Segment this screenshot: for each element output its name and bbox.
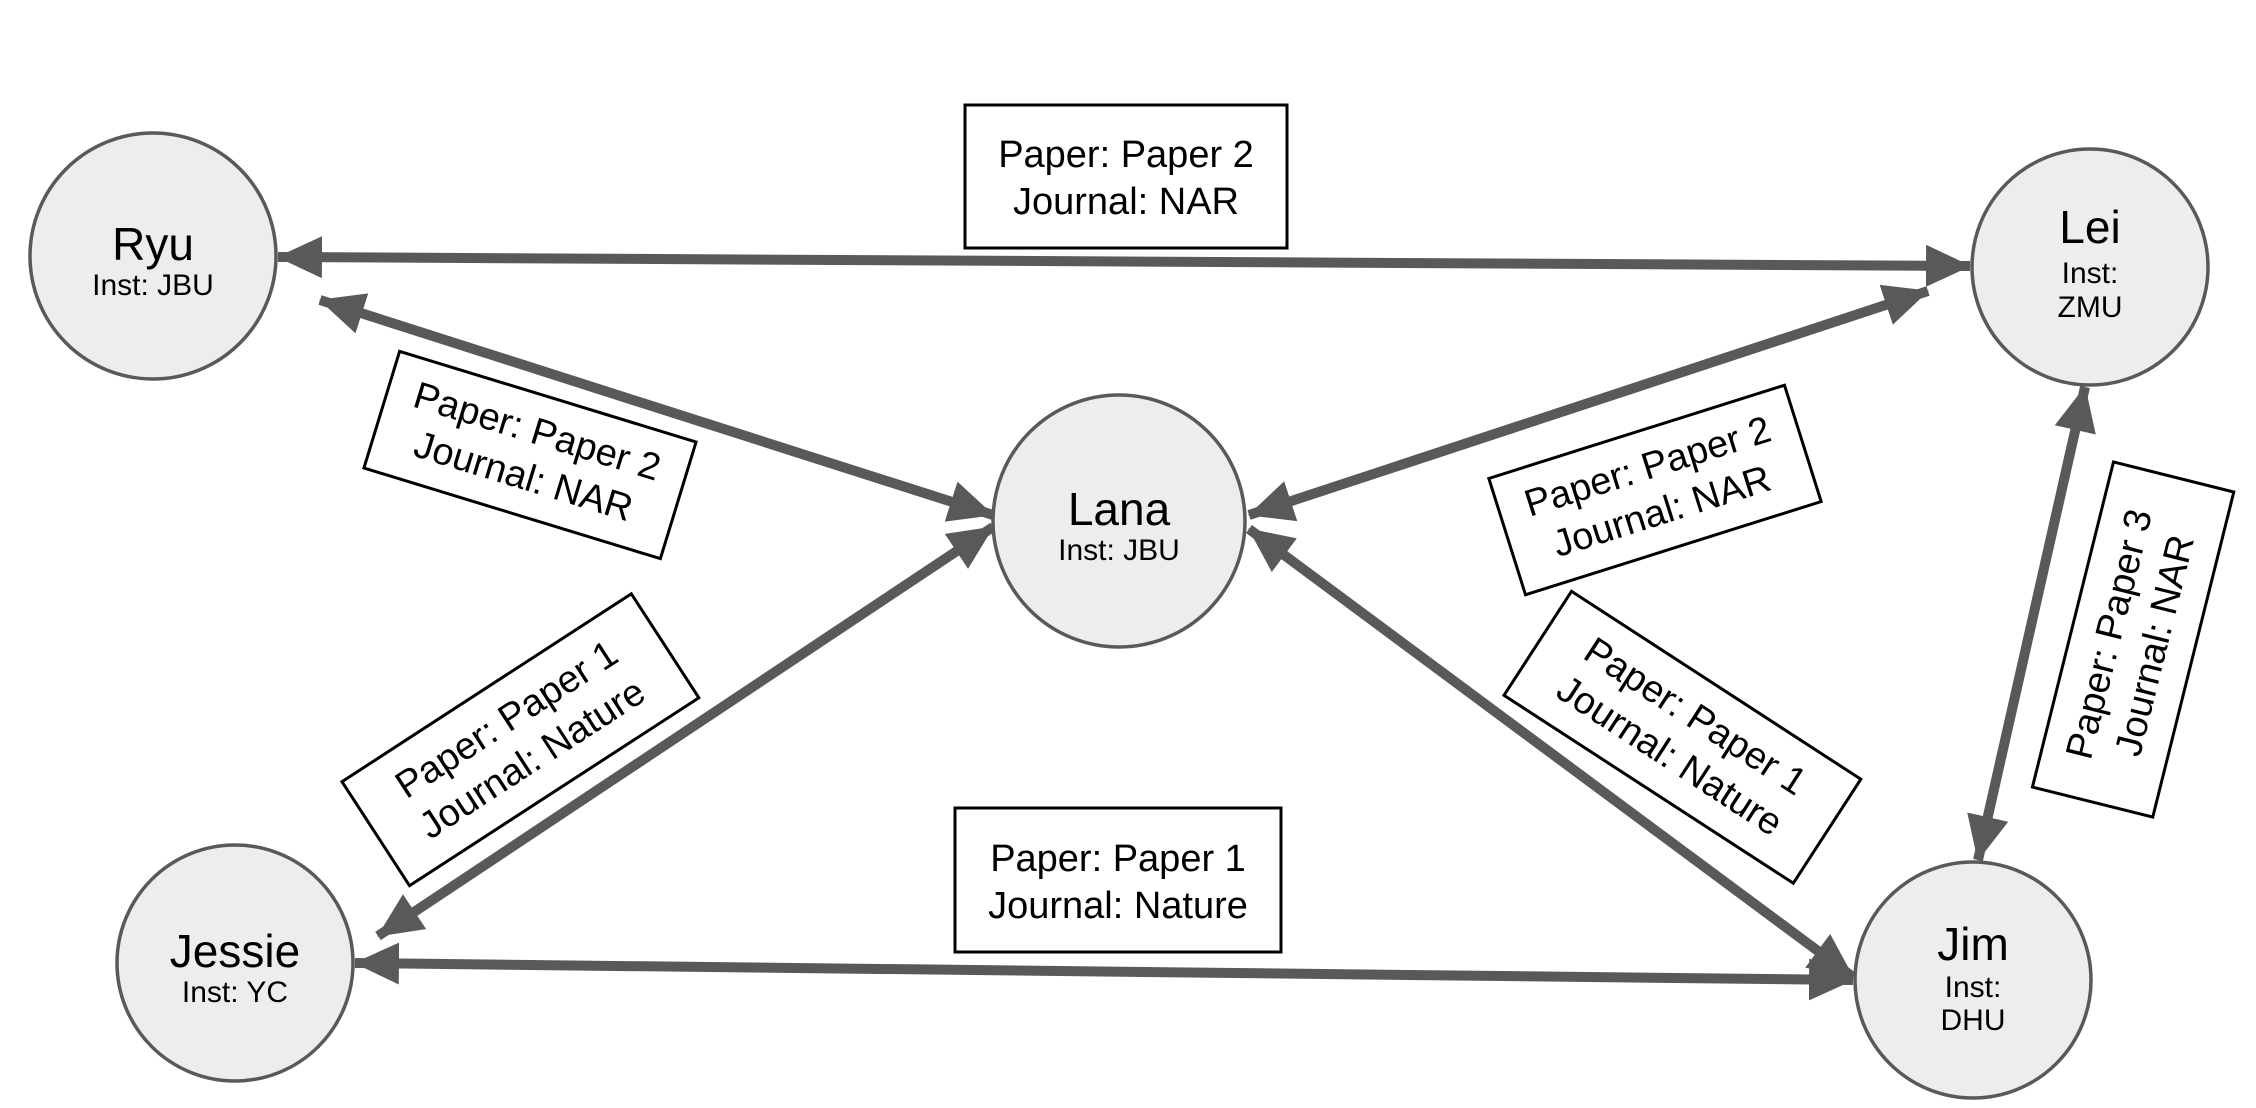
edge-ryu-lana[interactable] [318, 293, 995, 522]
node-name: Ryu [112, 218, 194, 270]
edge-jessie-lana[interactable] [375, 522, 996, 941]
node-institution: Inst: JBU [92, 269, 214, 302]
edge-label-lana-jim[interactable]: Paper: Paper 1 Journal: Nature [1501, 589, 1863, 886]
label-box [1501, 589, 1863, 886]
node-institution: Inst: [1945, 971, 2002, 1004]
label-box [953, 806, 1283, 954]
label-box [1486, 383, 1824, 597]
label-box [339, 591, 701, 888]
edge-lei-jim[interactable] [1967, 385, 2096, 862]
label-paper-line: Paper: Paper 2 [998, 134, 1254, 176]
label-box [2030, 460, 2236, 819]
nodes-layer: Ryu Inst: JBU Lei Inst: ZMU Lana Inst: J… [28, 131, 2210, 1100]
edges-layer [277, 236, 2096, 1001]
edge-label-ryu-lei[interactable]: Paper: Paper 2 Journal: NAR [963, 103, 1289, 250]
edge-labels-layer: Paper: Paper 2 Journal: NAR Paper: Paper… [339, 103, 2236, 954]
node-circle [991, 393, 1247, 649]
node-name: Jessie [170, 925, 300, 977]
node-name: Jim [1937, 918, 2009, 970]
label-journal-line: Journal: NAR [1013, 181, 1239, 223]
edge-ryu-lei[interactable] [277, 236, 1971, 287]
node-lana[interactable]: Lana Inst: JBU [991, 393, 1247, 649]
edge-lei-lana[interactable] [1247, 284, 1930, 522]
label-box [963, 103, 1289, 250]
label-box [362, 349, 698, 561]
node-circle [115, 843, 355, 1083]
node-jessie[interactable]: Jessie Inst: YC [115, 843, 355, 1083]
node-jim[interactable]: Jim Inst: DHU [1853, 860, 2093, 1100]
edge-lana-jim[interactable] [1246, 524, 1856, 982]
node-institution-line2: DHU [1941, 1004, 2006, 1037]
edge-label-lei-jim[interactable]: Paper: Paper 3 Journal: NAR [2030, 460, 2236, 819]
node-institution: Inst: [2062, 257, 2119, 290]
node-circle [28, 131, 278, 381]
node-institution-line2: ZMU [2058, 291, 2123, 324]
label-paper-line: Paper: Paper 1 [990, 838, 1246, 880]
edge-label-ryu-lana[interactable]: Paper: Paper 2 Journal: NAR [362, 349, 698, 561]
node-ryu[interactable]: Ryu Inst: JBU [28, 131, 278, 381]
node-circle [1853, 860, 2093, 1100]
edge-jessie-jim[interactable] [354, 942, 1854, 1001]
node-lei[interactable]: Lei Inst: ZMU [1970, 147, 2210, 387]
edge-label-lei-lana[interactable]: Paper: Paper 2 Journal: NAR [1486, 383, 1824, 597]
node-circle [1970, 147, 2210, 387]
node-institution: Inst: YC [182, 976, 288, 1009]
edge-label-jessie-jim[interactable]: Paper: Paper 1 Journal: Nature [953, 806, 1283, 954]
node-name: Lana [1068, 483, 1171, 535]
label-journal-line: Journal: Nature [988, 885, 1248, 927]
node-institution: Inst: JBU [1058, 534, 1180, 567]
node-name: Lei [2059, 201, 2120, 253]
